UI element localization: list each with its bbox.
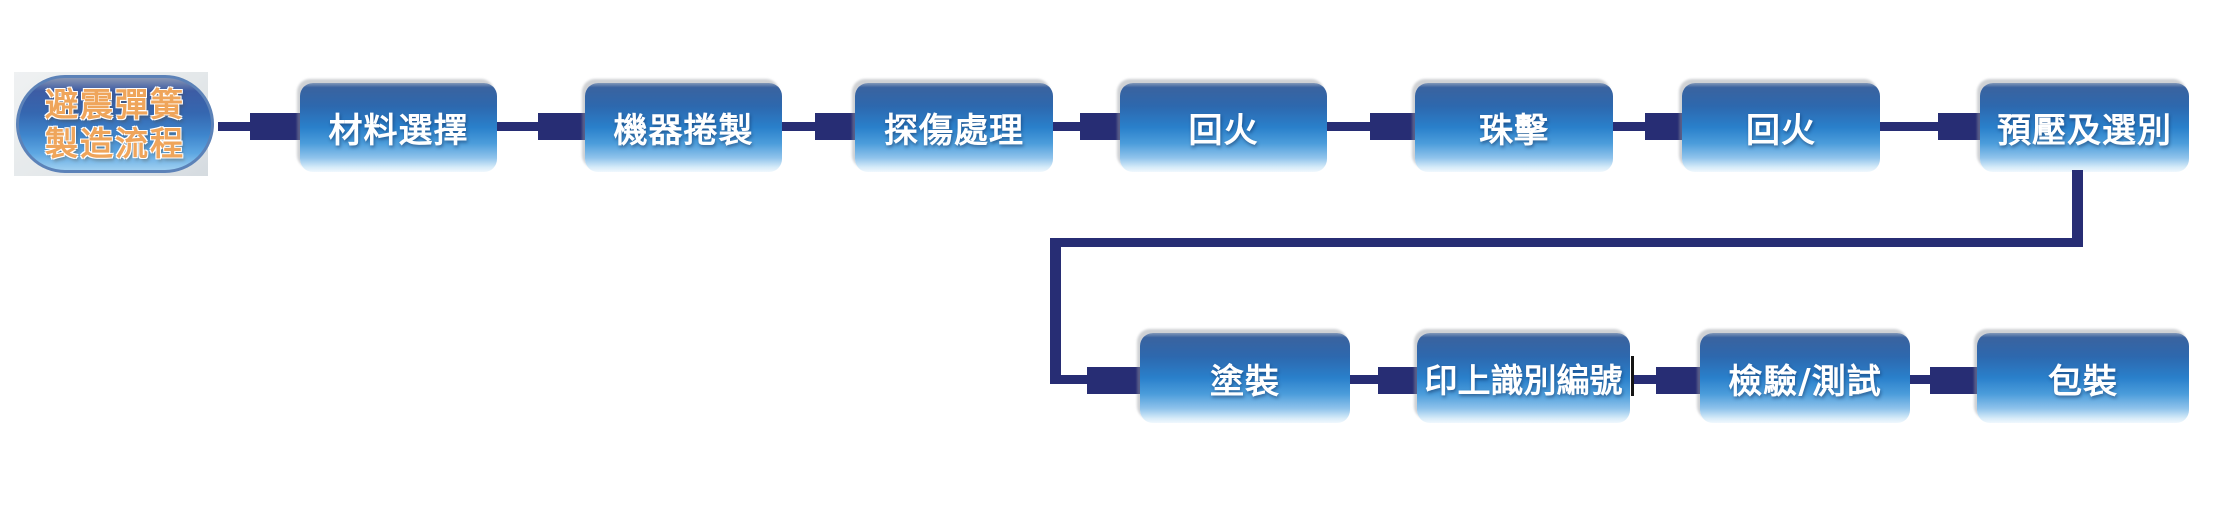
- process-title-oval: 避震彈簧 製造流程: [16, 75, 214, 173]
- connector-bar-inspection-packaging: [1930, 367, 1977, 394]
- title-line-1: 避震彈簧: [45, 85, 185, 124]
- step-inspection-testing: 檢驗/測試: [1700, 333, 1910, 423]
- connector-bar-title-to-step1: [250, 113, 300, 140]
- step-label: 預壓及選別: [1997, 111, 2172, 151]
- step-label: 機器捲製: [613, 111, 754, 151]
- step-id-marking: 印上識別編號: [1417, 333, 1630, 423]
- step-machine-coiling: 機器捲製: [585, 83, 782, 172]
- elbow-connector-vertical-left: [1050, 238, 1061, 384]
- step-label: 印上識別編號: [1424, 361, 1623, 400]
- step-label: 探傷處理: [884, 111, 1024, 151]
- connector-line-step6-step7: [1880, 122, 1938, 131]
- step-label: 塗裝: [1210, 361, 1280, 402]
- step-tempering-1: 回火: [1120, 83, 1327, 172]
- connector-bar-marking-inspection: [1656, 367, 1700, 394]
- connector-line-step4-step5: [1327, 122, 1370, 131]
- step-label: 材料選擇: [328, 111, 469, 151]
- connector-line-elbow-to-painting: [1060, 375, 1087, 384]
- connector-bar-step4-step5: [1370, 113, 1415, 140]
- step-label: 回火: [1746, 111, 1816, 151]
- connector-bar-step1-step2: [538, 113, 585, 140]
- connector-line-step3-step4: [1053, 122, 1080, 131]
- title-line-2: 製造流程: [45, 124, 185, 163]
- connector-bar-step5-step6: [1645, 113, 1682, 140]
- step-material-selection: 材料選擇: [300, 83, 497, 172]
- connector-line-inspection-packaging: [1910, 375, 1930, 384]
- step-shot-peening: 珠擊: [1415, 83, 1613, 172]
- connector-line-painting-marking: [1350, 375, 1378, 384]
- step-label: 包裝: [2048, 361, 2118, 402]
- step-packaging: 包裝: [1977, 333, 2189, 423]
- step-painting: 塗裝: [1140, 333, 1350, 423]
- connector-line-title-to-step1: [218, 122, 250, 131]
- connector-bar-step2-step3: [815, 113, 855, 140]
- step-tempering-2: 回火: [1682, 83, 1880, 172]
- connector-line-step2-step3: [782, 122, 815, 131]
- connector-bar-elbow-to-painting: [1087, 367, 1140, 394]
- connector-line-step5-step6: [1613, 122, 1645, 131]
- connector-line-step1-step2: [497, 122, 538, 131]
- step-label: 珠擊: [1479, 111, 1549, 151]
- step-preload-sorting: 預壓及選別: [1980, 83, 2189, 172]
- text-cursor-artifact: [1631, 356, 1634, 396]
- elbow-connector-vertical-right: [2072, 170, 2083, 247]
- connector-bar-step3-step4: [1080, 113, 1120, 140]
- elbow-connector-horizontal: [1050, 238, 2083, 247]
- connector-bar-painting-marking: [1378, 367, 1417, 394]
- connector-bar-step6-step7: [1938, 113, 1980, 140]
- connector-line-marking-inspection: [1633, 375, 1656, 384]
- step-flaw-detection: 探傷處理: [855, 83, 1053, 172]
- step-label: 檢驗/測試: [1728, 361, 1882, 402]
- step-label: 回火: [1188, 111, 1259, 151]
